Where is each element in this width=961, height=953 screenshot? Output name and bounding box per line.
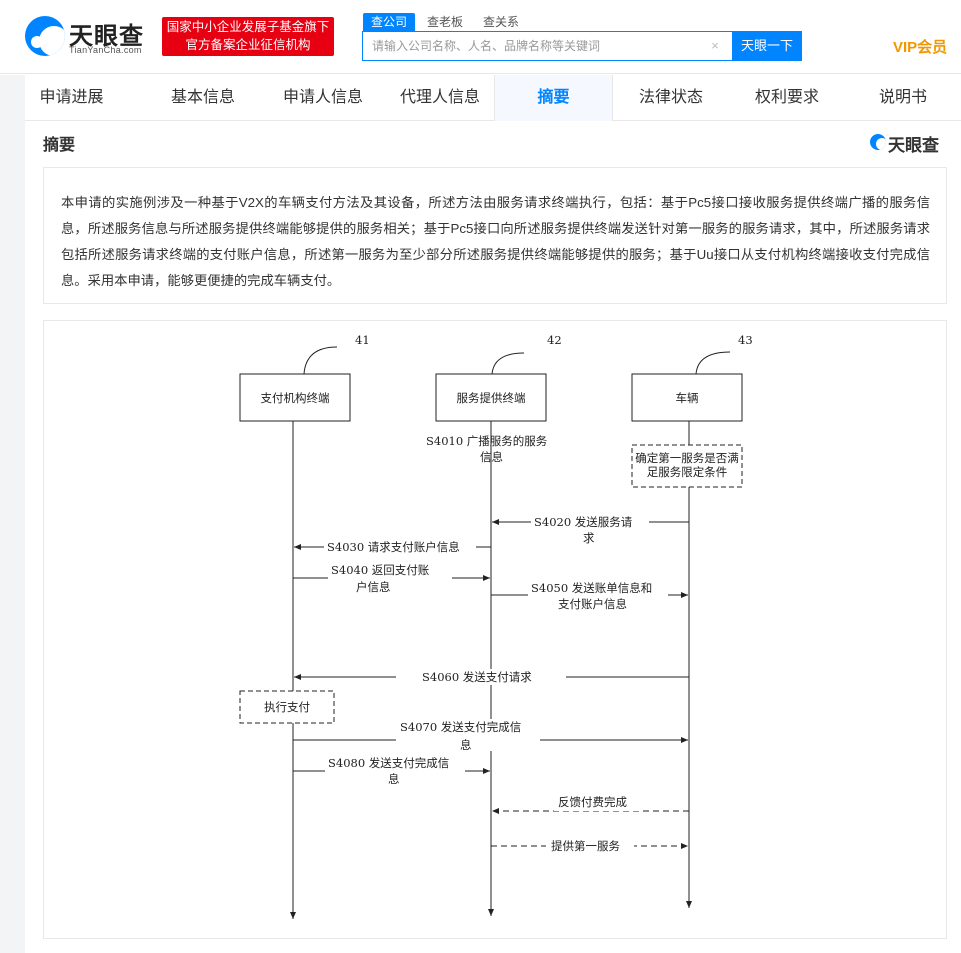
step-s4060: S4060 发送支付请求: [422, 670, 532, 684]
condition-line2: 足服务限定条件: [647, 465, 728, 479]
tab-description[interactable]: 说明书: [878, 89, 927, 106]
ref-43: 43: [738, 333, 753, 347]
execute-payment-box: [239, 690, 335, 724]
step-s4040-line2: 户信息: [356, 580, 391, 594]
condition-line1: 确定第一服务是否满: [635, 451, 739, 465]
entity-service-terminal: [435, 373, 547, 422]
top-header: 天眼查 TianYanCha.com 国家中小企业发展子基金旗下 官方备案企业征…: [0, 0, 961, 74]
badge-line-1: 国家中小企业发展子基金旗下: [166, 20, 330, 34]
search-tab-company[interactable]: 查公司: [363, 13, 416, 31]
feedback-label: 反馈付费完成: [558, 795, 627, 809]
step-s4030: S4030 请求支付账户信息: [327, 540, 460, 554]
label-bg-s4050: [528, 580, 668, 611]
label-bg-provide: [546, 838, 634, 854]
label-bg-s4080: [325, 755, 465, 787]
label-bg-s4020: [531, 513, 649, 543]
leader-41: [303, 346, 338, 375]
tab-agent-info[interactable]: 代理人信息: [399, 89, 480, 106]
ref-41: 41: [355, 333, 370, 347]
entity-payment-terminal: [239, 373, 351, 422]
step-s4010-line1: S4010 广播服务的服务: [426, 434, 548, 448]
label-bg-s4030: [324, 539, 476, 555]
tab-application-progress[interactable]: 申请进展: [39, 89, 104, 106]
step-s4070-line1: S4070 发送支付完成信: [400, 720, 521, 734]
search-input[interactable]: [363, 32, 693, 60]
logo-eye-icon: [25, 16, 65, 56]
search-button[interactable]: 天眼一下: [732, 31, 802, 61]
step-s4010-line2: 信息: [480, 450, 503, 464]
abstract-text: 本申请的实施例涉及一种基于V2X的车辆支付方法及其设备，所述方法由服务请求终端执…: [43, 167, 947, 304]
entity-vehicle: [631, 373, 743, 422]
leader-43: [695, 351, 731, 375]
search-tabs: 查公司 查老板 查关系: [363, 13, 531, 31]
search-tab-relation[interactable]: 查关系: [483, 15, 520, 29]
step-s4020-line1: S4020 发送服务请: [534, 515, 633, 529]
logo-eye-icon: [870, 134, 886, 150]
execute-payment-label: 执行支付: [264, 700, 310, 714]
site-logo[interactable]: 天眼查 TianYanCha.com: [25, 16, 155, 60]
label-bg-s4060: [396, 669, 566, 685]
condition-box: [631, 444, 743, 488]
watermark-text: 天眼查: [888, 136, 939, 155]
search-tab-boss[interactable]: 查老板: [427, 15, 464, 29]
entity-label-43: 车辆: [676, 391, 699, 405]
label-bg-s4040: [328, 563, 452, 593]
step-s4040-line1: S4040 返回支付账: [331, 563, 430, 577]
leader-42: [491, 352, 525, 375]
official-badge[interactable]: 国家中小企业发展子基金旗下 官方备案企业征信机构: [162, 17, 334, 56]
step-s4070-line2: 息: [460, 738, 472, 752]
logo-name: 天眼查: [69, 23, 144, 50]
step-s4050-line1: S4050 发送账单信息和: [531, 581, 652, 595]
step-s4080-line2: 息: [388, 772, 400, 786]
section-title: 摘要: [43, 137, 76, 154]
logo-domain: TianYanCha.com: [69, 45, 142, 55]
provide-service-label: 提供第一服务: [551, 839, 620, 853]
entity-label-41: 支付机构终端: [261, 391, 330, 405]
tab-claims[interactable]: 权利要求: [754, 89, 819, 106]
step-s4020-line2: 求: [583, 531, 595, 545]
label-bg-s4070: [396, 719, 540, 751]
tab-applicant-info[interactable]: 申请人信息: [282, 89, 363, 106]
vip-link[interactable]: VIP会员: [893, 39, 948, 56]
entity-label-42: 服务提供终端: [457, 391, 526, 405]
ref-42: 42: [547, 333, 562, 347]
search-box: ×: [362, 31, 732, 61]
left-gutter: [0, 75, 25, 953]
step-s4050-line2: 支付账户信息: [558, 597, 627, 611]
clear-icon[interactable]: ×: [711, 38, 719, 53]
step-s4080-line1: S4080 发送支付完成信: [328, 756, 449, 770]
label-bg-feedback: [554, 795, 642, 811]
tab-basic-info[interactable]: 基本信息: [170, 89, 235, 106]
sequence-diagram: 41 42 43 支付机构终端 服务提供终端 车辆 S4010 广播服务的服务 …: [239, 333, 753, 919]
detail-nav: 申请进展 基本信息 申请人信息 代理人信息 摘要 法律状态 权利要求 说明书: [25, 75, 961, 121]
abstract-figure: 41 42 43 支付机构终端 服务提供终端 车辆 S4010 广播服务的服务 …: [43, 320, 947, 939]
tab-abstract[interactable]: 摘要: [494, 75, 613, 121]
badge-line-2: 官方备案企业征信机构: [185, 38, 311, 52]
tab-legal-status[interactable]: 法律状态: [638, 89, 703, 106]
